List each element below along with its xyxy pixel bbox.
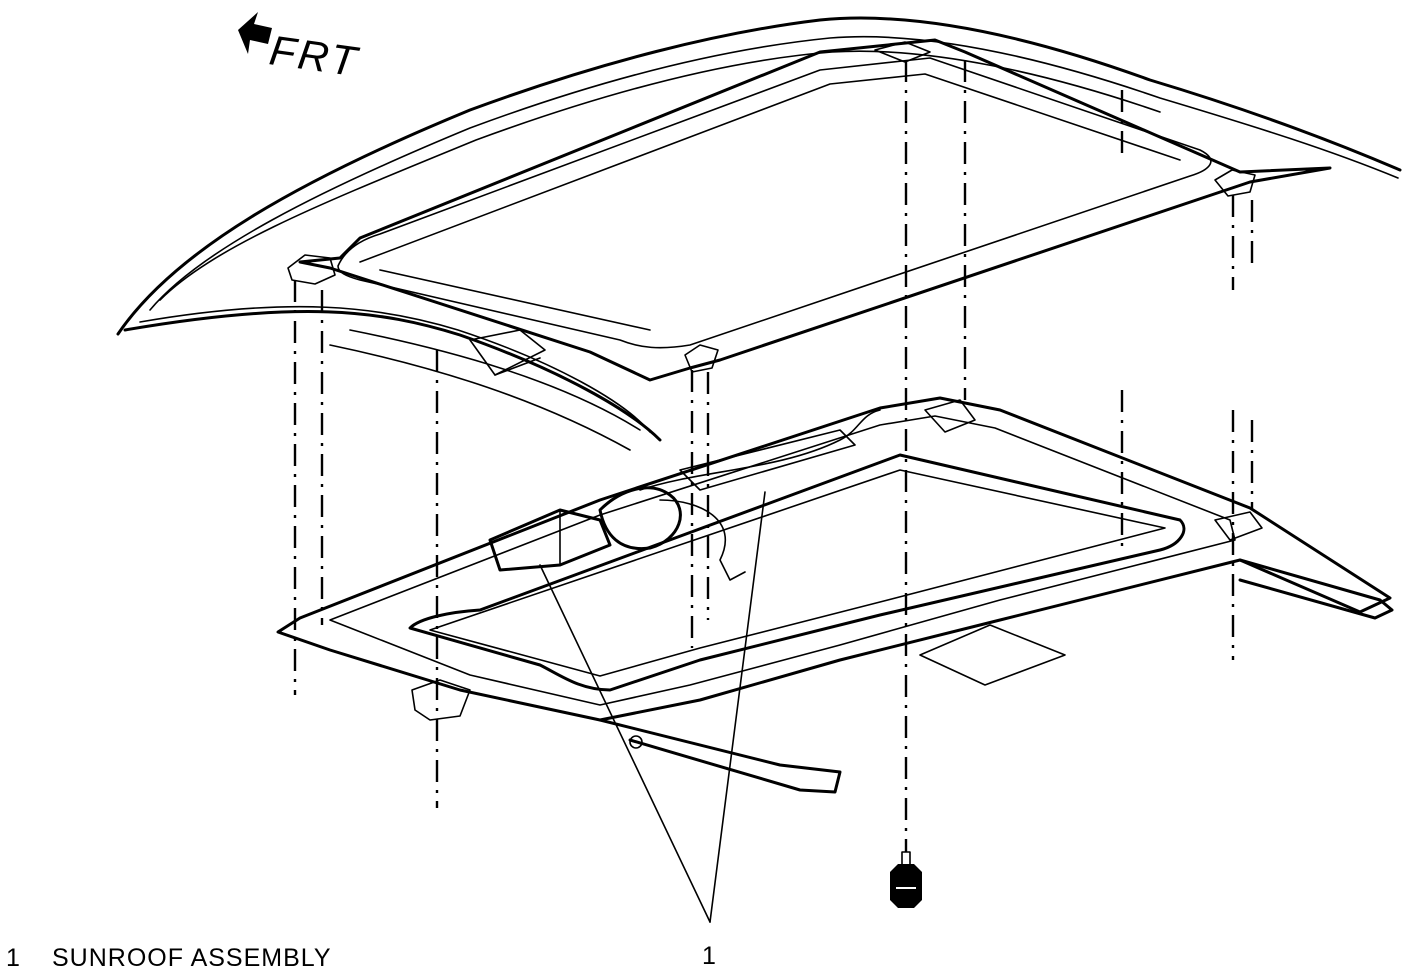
legend-number: 1	[6, 944, 21, 972]
front-direction-indicator: FRT	[238, 12, 363, 85]
bolt-fastener	[890, 851, 922, 908]
sunroof-assembly	[276, 396, 1394, 794]
roof-panel	[116, 16, 1402, 451]
front-label: FRT	[267, 26, 363, 85]
legend-text: SUNROOF ASSEMBLY	[52, 944, 332, 972]
arrow-left-icon	[238, 12, 272, 54]
callout-number: 1	[702, 942, 716, 970]
callout-leaders	[539, 491, 766, 923]
legend: 1 SUNROOF ASSEMBLY	[6, 944, 332, 972]
alignment-lines	[293, 60, 1254, 852]
